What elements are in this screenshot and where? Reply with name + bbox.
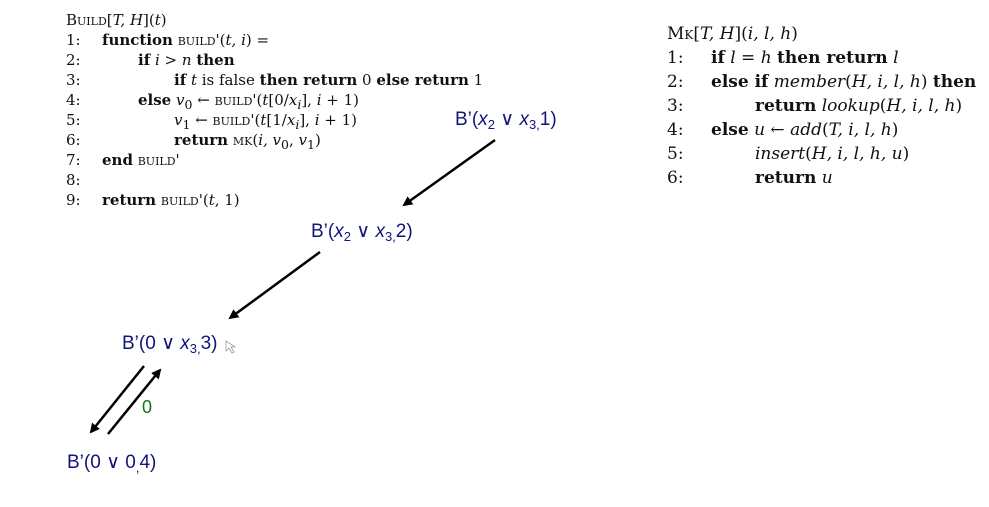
arrow-n3-to-n4 xyxy=(89,365,145,434)
arrow-n1-to-n2 xyxy=(402,138,496,207)
trace-node-2: B’(x2 ∨ x3,2) xyxy=(311,221,413,244)
trace-node-4: B’(0 ∨ 0,4) xyxy=(67,452,157,475)
return-value-label: 0 xyxy=(142,397,153,417)
cursor-icon xyxy=(225,340,237,354)
trace-node-3: B’(0 ∨ x3,3) xyxy=(122,333,218,356)
arrow-n2-to-n3 xyxy=(228,250,321,320)
arrow-n4-return-n3 xyxy=(107,368,162,435)
trace-node-1: B’(x2 ∨ x3,1) xyxy=(455,109,557,132)
